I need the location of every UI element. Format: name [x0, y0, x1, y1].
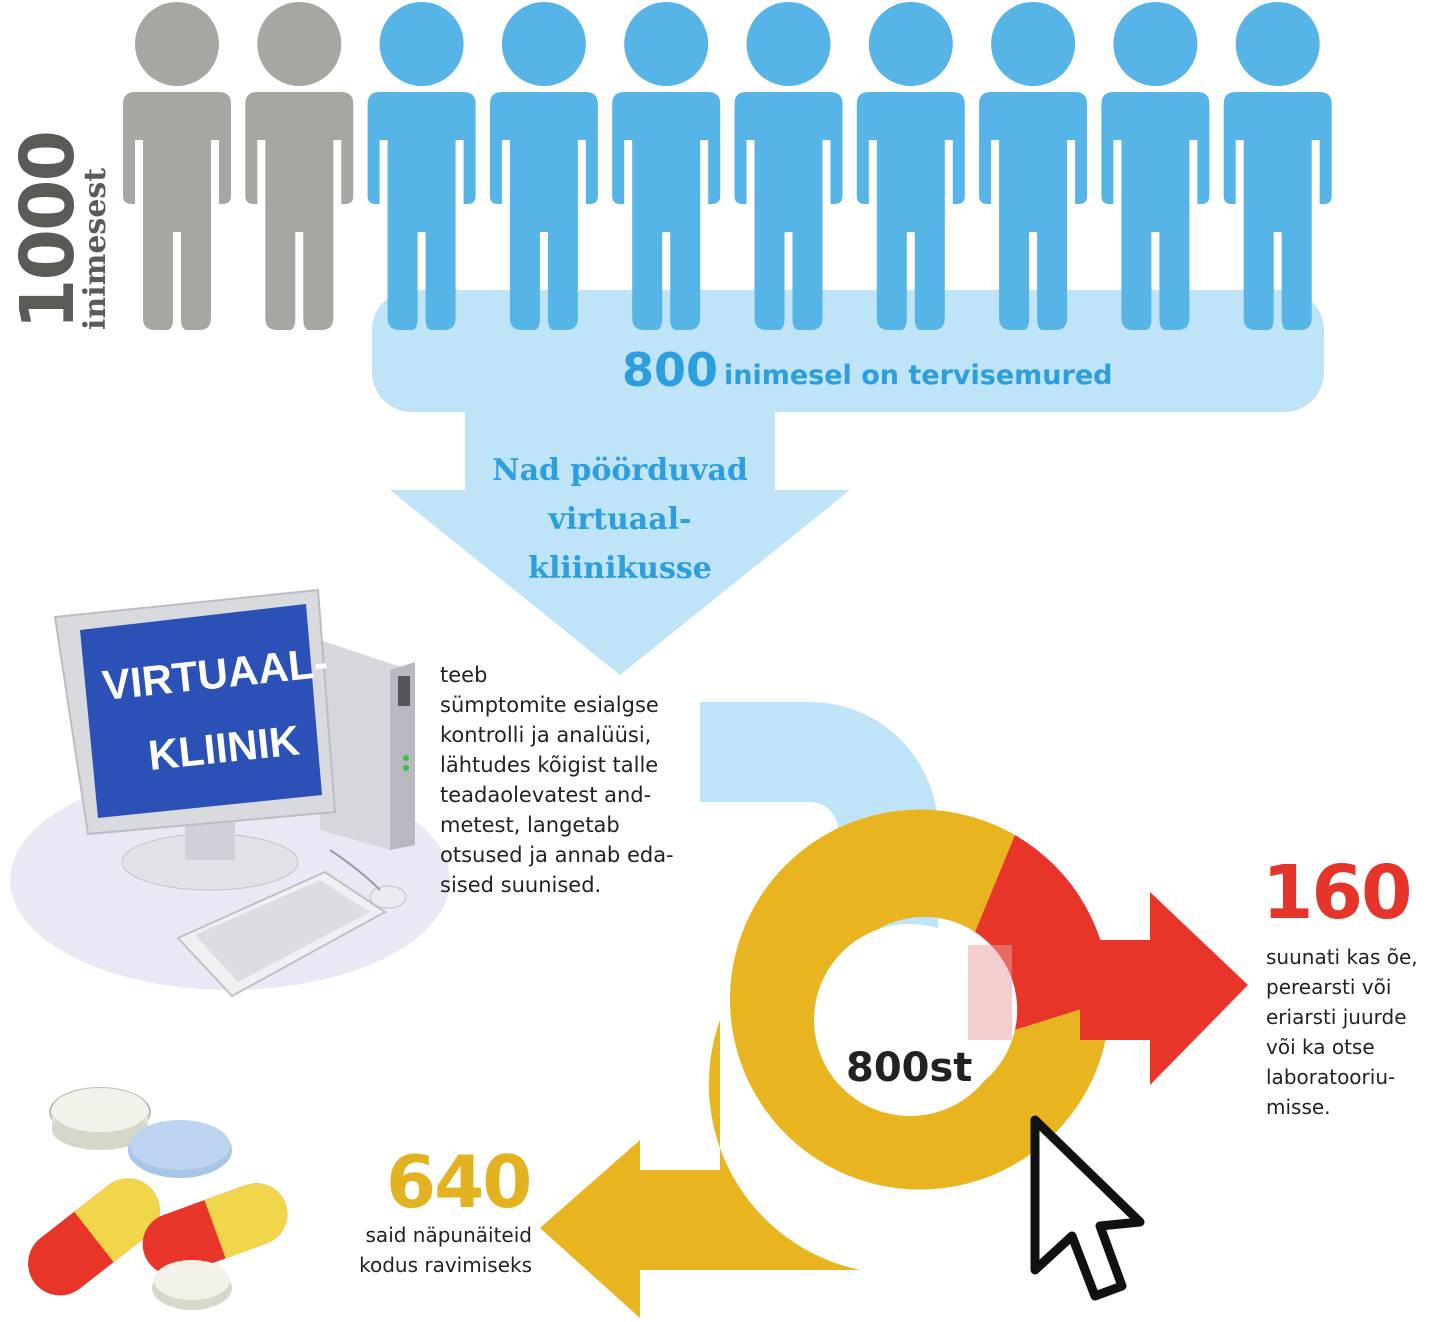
person-figure-neutral — [123, 2, 231, 330]
person-figure-highlight — [1101, 2, 1210, 330]
person-figure-neutral — [245, 2, 354, 330]
referred-text: suunati kas õe, perearsti või eriarsti j… — [1266, 945, 1418, 1119]
description-text: teeb sümptomite esialgse kontrolli ja an… — [440, 663, 674, 897]
person-figure-highlight — [489, 2, 598, 330]
cursor-icon — [1030, 1115, 1145, 1301]
arrow-caption-line: Nad pöörduvad — [492, 453, 748, 488]
person-figure-highlight — [856, 2, 965, 330]
highlight-band — [372, 290, 1324, 675]
arrow-caption-line: kliinikusse — [528, 551, 712, 586]
person-figure-highlight — [979, 2, 1088, 330]
vertical-title: 1000 inimesest — [5, 130, 113, 330]
computer-illustration: VIRTUAAL- KLIINIK — [10, 588, 450, 998]
person-figure-highlight — [734, 2, 843, 330]
home-number: 640 — [386, 1140, 532, 1224]
people-row — [123, 2, 1332, 330]
outcome-ring — [540, 809, 1248, 1318]
referred-number: 160 — [1262, 850, 1412, 936]
arrow-caption-line: virtuaal- — [548, 502, 692, 537]
arrow-caption: Nad pöörduvad virtuaal-kliinikusse — [470, 446, 770, 593]
person-figure-highlight — [612, 2, 721, 330]
pills-illustration — [28, 1087, 288, 1310]
total-number: 1000 — [5, 132, 91, 330]
person-figure-highlight — [367, 2, 476, 330]
person-figure-highlight — [1223, 2, 1332, 330]
home-text: said näpunäiteid kodus ravimiseks — [359, 1223, 532, 1277]
center-label: 800st — [846, 1045, 973, 1091]
headline-number: 800 — [622, 343, 719, 397]
total-word: inimesest — [78, 167, 113, 330]
headline-text: inimesel on tervisemured — [724, 360, 1113, 391]
